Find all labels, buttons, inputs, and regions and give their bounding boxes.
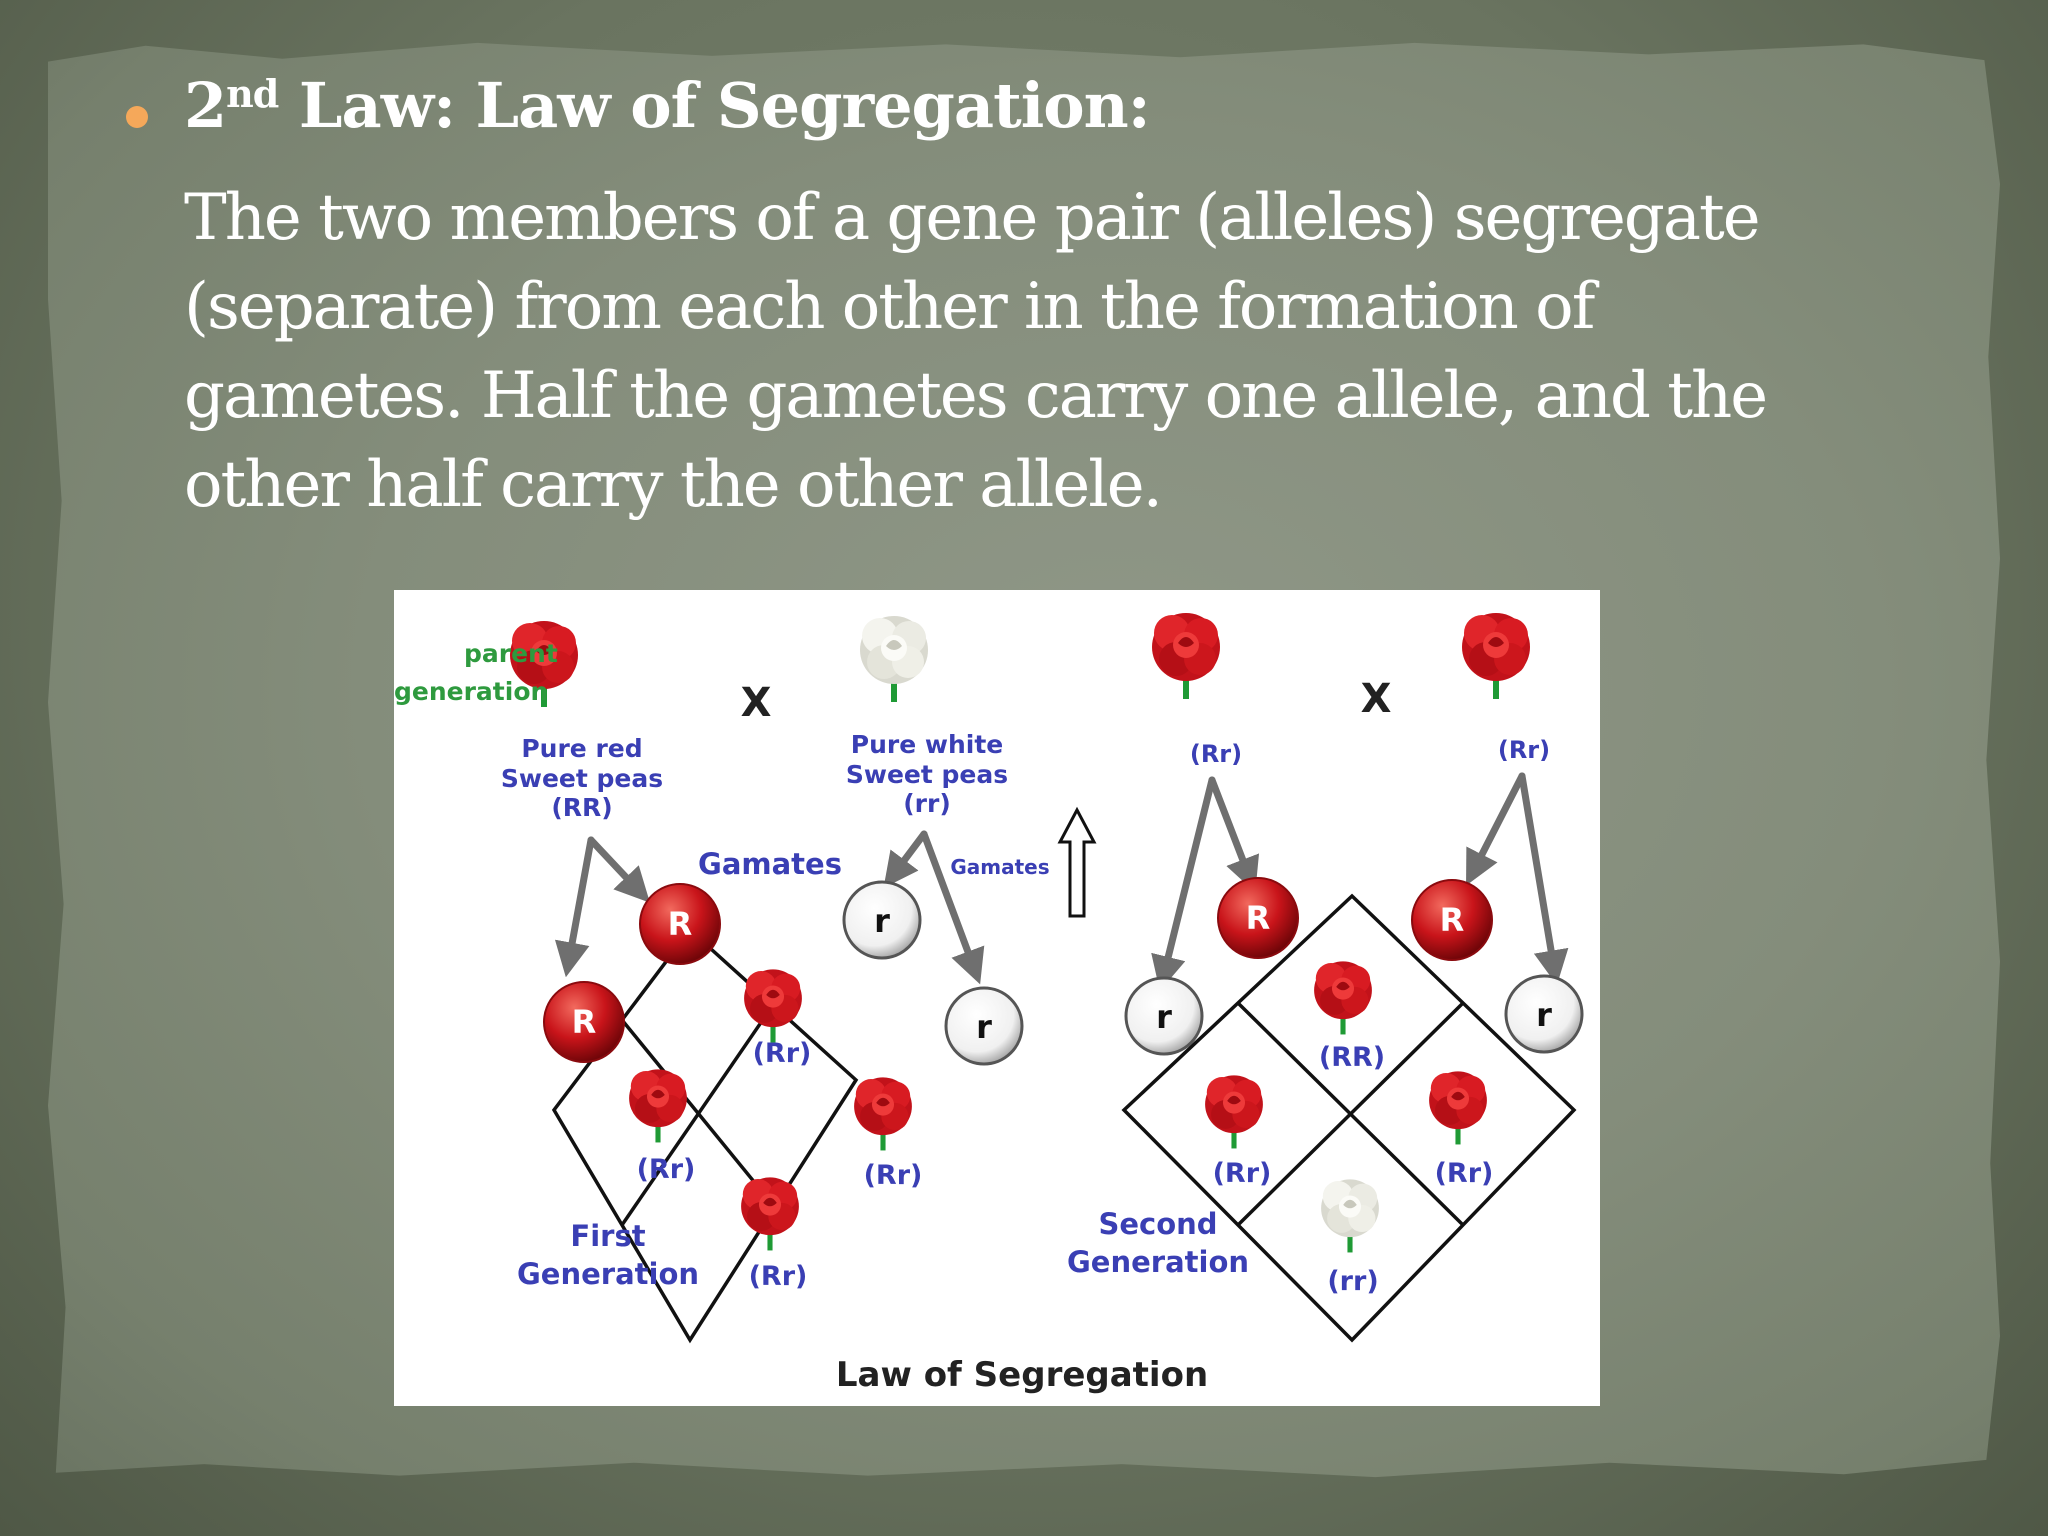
svg-text:r: r — [1156, 998, 1172, 1036]
gamete-arrows — [554, 772, 1569, 991]
segregation-diagram: parent generation Pure red Sweet peas (R… — [394, 613, 1584, 1395]
f1-parent-left-genotype: (Rr) — [1190, 740, 1242, 768]
first-generation-cell-bottom: (Rr) — [749, 1261, 808, 1292]
heading-ordinal: 2 — [184, 69, 227, 142]
parent-generation-label-line2: generation — [394, 677, 548, 706]
second-generation-grid — [1121, 893, 1577, 1343]
svg-text:r: r — [976, 1008, 992, 1046]
offspring2-flower-right — [1429, 1071, 1487, 1145]
second-generation-label-line2: Generation — [1067, 1245, 1249, 1279]
first-generation-cell-left: (Rr) — [637, 1154, 696, 1185]
slide-body-text: The two members of a gene pair (alleles)… — [184, 181, 1768, 522]
heading-ordinal-suffix: nd — [226, 71, 279, 116]
gamates-small-label: Gamates — [950, 855, 1049, 879]
svg-text:r: r — [1536, 996, 1552, 1034]
second-generation-cell-bottom: (rr) — [1327, 1266, 1378, 1297]
first-generation-label-line1: First — [570, 1219, 645, 1253]
offspring2-flower-top — [1314, 961, 1372, 1035]
first-generation-cell-top: (Rr) — [753, 1038, 812, 1069]
offspring-flower-bottom — [741, 1177, 799, 1251]
offspring2-flower-bottom — [1321, 1179, 1379, 1253]
pure-red-label-line1: Pure red — [521, 734, 642, 763]
gamete-r-dominant-4: R — [1411, 879, 1493, 961]
heading-title: Law: Law of Segregation: — [278, 69, 1151, 142]
segregation-figure: parent generation Pure red Sweet peas (R… — [394, 590, 1600, 1406]
slide-heading: 2nd Law: Law of Segregation: — [184, 69, 1151, 142]
pure-white-label-line3: (rr) — [903, 789, 951, 818]
first-generation-cell-right: (Rr) — [864, 1160, 923, 1191]
gamete-r-recessive-3: r — [1124, 976, 1204, 1056]
offspring2-flower-left — [1205, 1075, 1263, 1149]
second-generation-label-line1: Second — [1098, 1207, 1217, 1241]
gamete-r-recessive-4: r — [1504, 974, 1584, 1054]
parent-generation-label-line1: parent — [464, 639, 558, 668]
svg-text:r: r — [874, 902, 890, 940]
cross-symbol-second: X — [1361, 676, 1392, 722]
gamete-r-dominant-2: R — [543, 981, 625, 1063]
pure-white-flower — [860, 616, 928, 702]
svg-text:R: R — [572, 1003, 597, 1041]
svg-text:R: R — [1246, 899, 1271, 937]
f1-red-flower-right — [1462, 613, 1530, 699]
f1-parent-right-genotype: (Rr) — [1498, 736, 1550, 764]
second-generation-cell-left: (Rr) — [1213, 1158, 1272, 1189]
up-arrow-icon — [1057, 806, 1097, 918]
figure-title: Law of Segregation — [836, 1355, 1208, 1395]
gamete-r-recessive-1: r — [842, 880, 922, 960]
cross-symbol-first: X — [741, 680, 772, 726]
svg-text:R: R — [668, 905, 693, 943]
gamete-r-dominant-3: R — [1217, 877, 1299, 959]
svg-text:R: R — [1440, 901, 1465, 939]
gamete-r-dominant-1: R — [639, 883, 721, 965]
gamates-label: Gamates — [698, 847, 842, 881]
gamete-r-recessive-2: r — [944, 986, 1024, 1066]
f1-red-flower-left — [1152, 613, 1220, 699]
offspring-flower-left — [629, 1069, 687, 1143]
first-generation-label-line2: Generation — [517, 1257, 699, 1291]
bullet-dot — [126, 106, 148, 128]
pure-white-label-line2: Sweet peas — [846, 760, 1008, 789]
offspring-flower-right — [854, 1077, 912, 1151]
second-generation-cell-right: (Rr) — [1435, 1158, 1494, 1189]
second-generation-cell-top: (RR) — [1319, 1042, 1385, 1073]
pure-white-label-line1: Pure white — [851, 730, 1003, 759]
pure-red-label-line2: Sweet peas — [501, 764, 663, 793]
pure-red-label-line3: (RR) — [551, 793, 612, 822]
